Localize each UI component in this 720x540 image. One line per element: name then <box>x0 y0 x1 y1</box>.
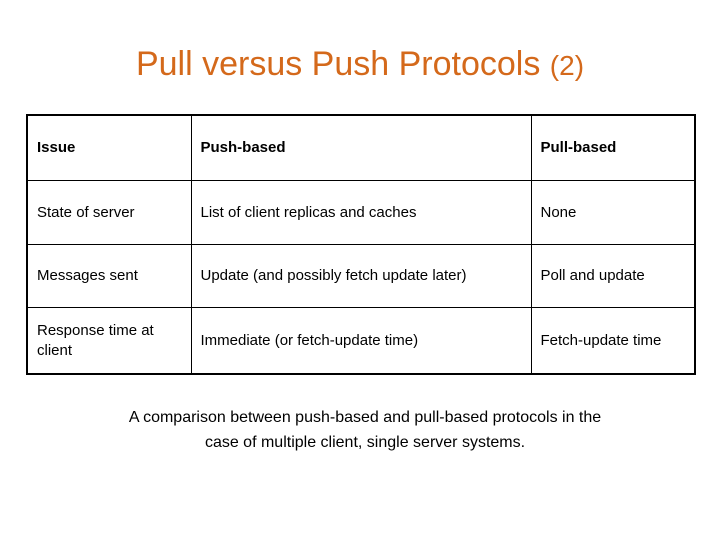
table-row: State of server List of client replicas … <box>26 180 696 245</box>
page-title: Pull versus Push Protocols (2) <box>0 44 720 86</box>
table-caption: A comparison between push-based and pull… <box>60 405 670 455</box>
cell-issue-state-of-server: State of server <box>26 180 192 245</box>
cell-pull-state-of-server: None <box>530 180 696 245</box>
table-header: Issue Push-based Pull-based <box>26 114 696 181</box>
cell-push-state-of-server: List of client replicas and caches <box>190 180 532 245</box>
caption-line-2: case of multiple client, single server s… <box>204 434 526 451</box>
cell-issue-messages-sent: Messages sent <box>26 244 192 308</box>
cell-pull-messages-sent: Poll and update <box>530 244 696 308</box>
caption-line-1: A comparison between push-based and pull… <box>128 409 602 426</box>
table-row: Response time at client Immediate (or fe… <box>26 307 696 375</box>
table-body: State of server List of client replicas … <box>26 180 696 375</box>
column-header-issue: Issue <box>26 114 192 181</box>
comparison-table: Issue Push-based Pull-based State of ser… <box>26 114 696 375</box>
cell-push-messages-sent: Update (and possibly fetch update later) <box>190 244 532 308</box>
page-title-suffix: (2) <box>549 50 585 81</box>
column-header-pull-based: Pull-based <box>530 114 696 181</box>
cell-pull-response-time: Fetch-update time <box>530 307 696 375</box>
table-row: Messages sent Update (and possibly fetch… <box>26 244 696 308</box>
cell-push-response-time: Immediate (or fetch-update time) <box>190 307 532 375</box>
column-header-push-based: Push-based <box>190 114 532 181</box>
cell-issue-response-time: Response time at client <box>26 307 192 375</box>
table-header-row: Issue Push-based Pull-based <box>26 114 696 181</box>
comparison-table-container: Issue Push-based Pull-based State of ser… <box>26 114 696 375</box>
page-title-main: Pull versus Push Protocols <box>135 45 550 83</box>
